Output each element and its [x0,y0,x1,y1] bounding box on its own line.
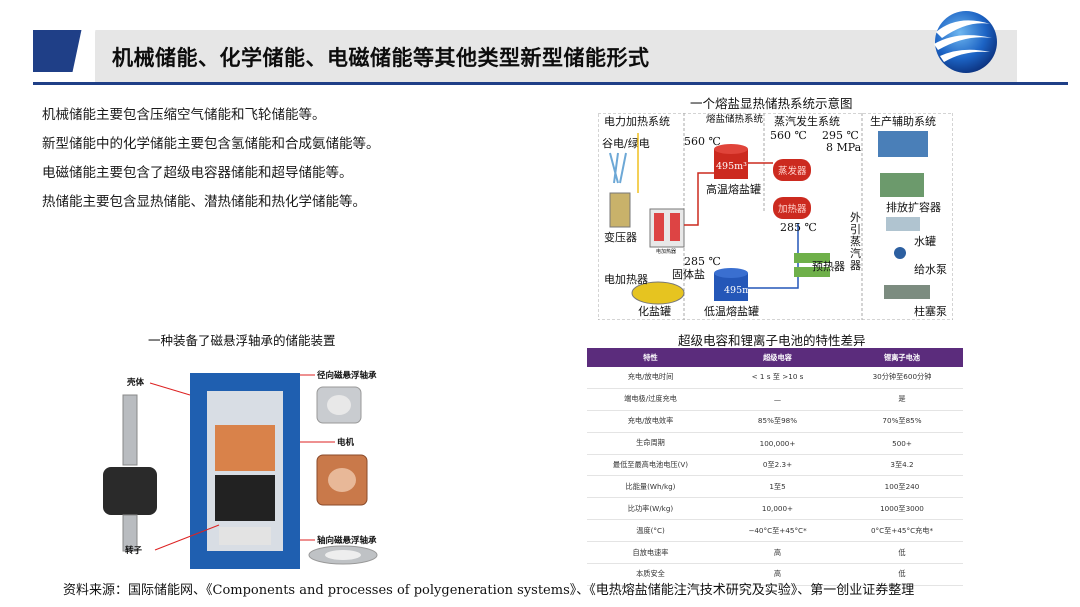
feed-pump-label: 给水泵 [914,263,947,276]
table-header-row: 特性 超级电容 锂离子电池 [587,348,963,367]
reheater-label: 加热器 [778,203,807,215]
table-cell: 最低至最高电池电压(V) [587,454,714,477]
table-cell: < 1 s 至 >10 s [714,367,841,389]
header-divider [33,82,1068,85]
section-salt-storage: 熔盐储热系统 [706,113,764,125]
table-cell: 是 [841,388,963,411]
company-logo [934,11,997,73]
evaporator-label: 蒸发器 [778,165,807,177]
table-cell: 比功率(W/kg) [587,497,714,521]
table-cell: 3至4.2 [841,454,963,477]
table-cell: 70%至85% [841,410,963,433]
table-cell: −40°C至+45°C* [714,519,841,543]
cold-temp-label: 285 ℃ [684,255,721,268]
table-cell: 低 [841,563,963,586]
hot-temp-label: 560 ℃ [684,135,721,148]
external-steam-4: 器 [850,259,861,272]
hot-tank-level: 495m³ [716,161,747,172]
paragraph-chemical: 新型储能中的化学储能主要包含氢储能和合成氨储能等。 [42,136,380,152]
table-cell: 30分钟至600分钟 [841,367,963,389]
table-cell: 100至240 [841,475,963,499]
rotor-label: 转子 [125,545,143,556]
external-steam-3: 汽 [850,246,861,260]
table-cell: 10,000+ [714,497,841,521]
steam-temp-a: 560 ℃ [770,129,807,142]
paragraph-electromagnetic: 电磁储能主要包含了超级电容器储能和超导储能等。 [42,165,353,181]
table-header-supercap: 超级电容 [714,348,841,367]
source-note: 资料来源：国际储能网、《Components and processes of … [63,583,915,598]
molten-salt-caption: 一个熔盐显热储热系统示意图 [690,96,853,111]
table-cell: 85%至98% [714,410,841,433]
table-cell: 温度(°C) [587,519,714,543]
table-cell: — [714,388,841,411]
table-cell: 本质安全 [587,563,714,586]
table-row: 本质安全高低 [587,563,963,586]
table-cell: 1000至3000 [841,497,963,521]
external-steam-2: 蒸 [850,235,861,248]
motor-label: 电机 [337,437,355,448]
paragraph-thermal: 热储能主要包含显热储能、潜热储能和热化学储能等。 [42,194,366,210]
axial-bearing-label: 轴向磁悬浮轴承 [317,535,377,546]
table-row: 端电极/过度充电—是 [587,388,963,411]
water-tank-label: 水罐 [914,235,936,248]
flywheel-caption: 一种装备了磁悬浮轴承的储能装置 [148,333,336,348]
steam-temp-b: 295 ℃ [822,129,859,142]
table-row: 比功率(W/kg)10,000+1000至3000 [587,497,963,521]
page-title: 机械储能、化学储能、电磁储能等其他类型新型储能形式 [112,46,650,70]
heater-cabinet-label: 电加热器 [656,248,676,255]
table-cell: 低 [841,541,963,565]
table-cell: 高 [714,563,841,586]
table-cell: 生命周期 [587,432,714,455]
table-row: 最低至最高电池电压(V)0至2.3+3至4.2 [587,454,963,477]
table-cell: 自放电速率 [587,541,714,565]
table-row: 自放电速率高低 [587,541,963,565]
table-cell: 端电极/过度充电 [587,388,714,411]
table-cell: 1至5 [714,475,841,499]
header-accent-block [33,30,96,72]
table-cell: 充电/放电效率 [587,410,714,433]
table-header-li-ion: 锂离子电池 [841,348,963,367]
electric-heater-label: 电加热器 [604,273,648,286]
external-steam-1: 引 [850,222,861,236]
housing-label: 壳体 [126,377,145,388]
melting-tank-label: 化盐罐 [638,304,671,318]
section-steam-generation: 蒸汽发生系统 [774,114,840,128]
transformer-label: 变压器 [604,230,637,244]
cold-tank-level: 495m³ [724,285,755,296]
table-cell: 比能量(Wh/kg) [587,475,714,499]
header-bar [95,30,1017,84]
table-cell: 500+ [841,432,963,455]
cold-tank-label: 低温熔盐罐 [704,304,759,318]
table-cell: 高 [714,541,841,565]
exp-vessel-label: 排放扩容器 [886,200,941,214]
table-cell: 0°C至+45°C充电* [841,519,963,543]
feed-temp-label: 285 ℃ [780,221,817,234]
table-cell: 0至2.3+ [714,454,841,477]
paragraph-mechanical: 机械储能主要包含压缩空气储能和飞轮储能等。 [42,107,326,123]
steam-pressure: 8 MPa [826,141,862,154]
table-header-feature: 特性 [587,348,714,367]
solid-salt-label: 固体盐 [672,267,705,281]
radial-bearing-label: 径向磁悬浮轴承 [317,370,377,381]
section-power-heating: 电力加热系统 [604,115,670,128]
section-aux-production: 生产辅助系统 [870,114,936,128]
molten-salt-diagram: 电力加热系统 熔盐储热系统 蒸汽发生系统 生产辅助系统 谷电/绿电 变压器 电加… [598,113,953,320]
comparison-caption: 超级电容和锂离子电池的特性差异 [678,333,866,348]
flywheel-diagram: 壳体 径向磁悬浮轴承 电机 轴向磁悬浮轴承 转子 [103,370,378,569]
external-steam-0: 外 [850,211,861,224]
plunger-pump-label: 柱塞泵 [914,304,947,318]
table-row: 温度(°C)−40°C至+45°C*0°C至+45°C充电* [587,519,963,543]
hot-tank-label: 高温熔盐罐 [706,182,761,196]
preheater-label: 预热器 [812,260,845,273]
table-cell: 充电/放电时间 [587,367,714,389]
table-cell: 100,000+ [714,432,841,455]
grid-label: 谷电/绿电 [602,136,650,150]
